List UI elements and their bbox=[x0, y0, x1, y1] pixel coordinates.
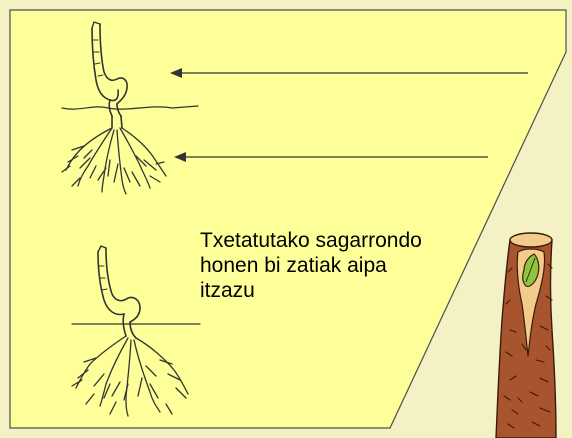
grafted-seedling-icon bbox=[61, 21, 199, 195]
question-line-2: honen bi zatiak aipa bbox=[200, 254, 387, 277]
arrow-icon bbox=[170, 68, 528, 162]
grafted-branch-icon bbox=[495, 232, 557, 438]
question-line-1: Txetatutako sagarrondo bbox=[200, 229, 422, 252]
question-line-3: itzazu bbox=[200, 279, 255, 302]
question-text: Txetatutako sagarrondo honen bi zatiak a… bbox=[200, 228, 500, 303]
seedling-icon bbox=[71, 245, 201, 417]
